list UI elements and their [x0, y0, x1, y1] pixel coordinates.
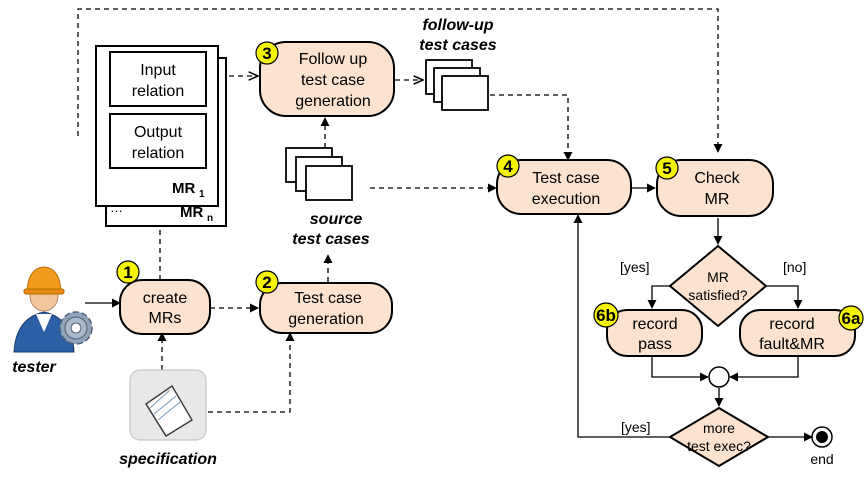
svg-text:record: record [769, 316, 814, 333]
svg-text:4: 4 [503, 157, 513, 176]
more-yes-label: [yes] [621, 419, 651, 435]
follow-up-label-line1: follow-up [422, 17, 493, 34]
svg-text:pass: pass [638, 336, 672, 353]
svg-text:MR: MR [705, 191, 730, 208]
mrn-subscript: n [207, 213, 213, 224]
svg-text:create: create [143, 290, 188, 307]
decision-no-arrow [764, 285, 803, 309]
step-check-mr: Check MR [656, 159, 774, 217]
merge-node [708, 366, 730, 388]
source-label-line1: source [310, 211, 363, 228]
step-record-fault: record fault&MR [739, 309, 856, 357]
step-4-badge: 4 [496, 154, 520, 178]
decision-yes-arrow [647, 285, 672, 309]
svg-text:2: 2 [262, 273, 271, 292]
input-relation-line1: Input [140, 62, 176, 79]
svg-text:satisfied?: satisfied? [688, 287, 747, 303]
step-record-pass: record pass [606, 309, 703, 357]
mr1-label: MR [172, 180, 195, 197]
input-relation-line2: relation [132, 83, 184, 100]
svg-text:more: more [703, 420, 735, 436]
svg-text:execution: execution [532, 191, 601, 208]
svg-text:3: 3 [262, 44, 271, 63]
svg-text:6b: 6b [596, 306, 616, 325]
step-follow-up-generation: Follow up test case generation [259, 41, 395, 117]
svg-text:test exec?: test exec? [687, 438, 751, 454]
source-label-line2: test cases [292, 231, 369, 248]
followup-cases-to-exec-arrow [490, 94, 573, 161]
step-5-badge: 5 [655, 156, 679, 180]
decision-mr-satisfied: MR satisfied? [668, 244, 768, 328]
connectors [77, 8, 813, 442]
mrn-label: MR [180, 204, 203, 221]
decision-more-test-exec: more test exec? [668, 406, 770, 468]
svg-text:Test case: Test case [294, 290, 362, 307]
output-relation-box [109, 113, 207, 169]
svg-text:generation: generation [288, 311, 364, 328]
follow-up-label-line2: test cases [419, 37, 496, 54]
step-6a-badge: 6a [838, 305, 864, 331]
output-relation-line2: relation [132, 145, 184, 162]
input-relation-box [109, 51, 207, 107]
tester-label: tester [12, 359, 56, 376]
tester-icon [13, 266, 93, 353]
step-test-case-generation: Test case generation [259, 282, 393, 334]
svg-text:1: 1 [123, 263, 132, 282]
source-test-cases-icon [285, 147, 353, 201]
more-yes-loop-arrow [573, 214, 670, 438]
svg-text:test case: test case [301, 72, 365, 89]
output-relation-line1: Output [134, 124, 183, 141]
fault-to-merge-arrow [729, 356, 799, 382]
mr-stack: Input relation Output relation MR 1 … MR… [95, 45, 227, 227]
step-create-mrs: create MRs [119, 279, 211, 335]
svg-text:Follow up: Follow up [299, 51, 368, 68]
svg-text:MRs: MRs [149, 310, 182, 327]
decision-no-label: [no] [783, 259, 806, 275]
mr1-subscript: 1 [199, 189, 205, 200]
specification-icon [129, 369, 207, 441]
svg-text:record: record [632, 316, 677, 333]
svg-text:5: 5 [662, 159, 671, 178]
svg-text:fault&MR: fault&MR [759, 336, 825, 353]
step-2-badge: 2 [255, 270, 279, 294]
follow-up-test-cases-icon [425, 59, 489, 111]
svg-text:generation: generation [295, 93, 371, 110]
spec-to-gen-arrow [208, 332, 295, 413]
svg-text:6a: 6a [842, 309, 861, 328]
mr-ellipsis: … [110, 200, 123, 215]
svg-text:Check: Check [694, 170, 740, 187]
end-label: end [810, 451, 833, 467]
decision-yes-label: [yes] [620, 259, 650, 275]
svg-text:Test case: Test case [532, 170, 600, 187]
specification-label: specification [119, 451, 217, 468]
mr-to-check-arrow [77, 8, 723, 153]
end-node [811, 426, 833, 448]
step-6b-badge: 6b [593, 302, 619, 328]
step-1-badge: 1 [116, 260, 140, 284]
step-test-case-execution: Test case execution [496, 159, 632, 215]
step-3-badge: 3 [255, 41, 279, 65]
svg-text:MR: MR [707, 269, 729, 285]
pass-to-merge-arrow [651, 356, 709, 382]
